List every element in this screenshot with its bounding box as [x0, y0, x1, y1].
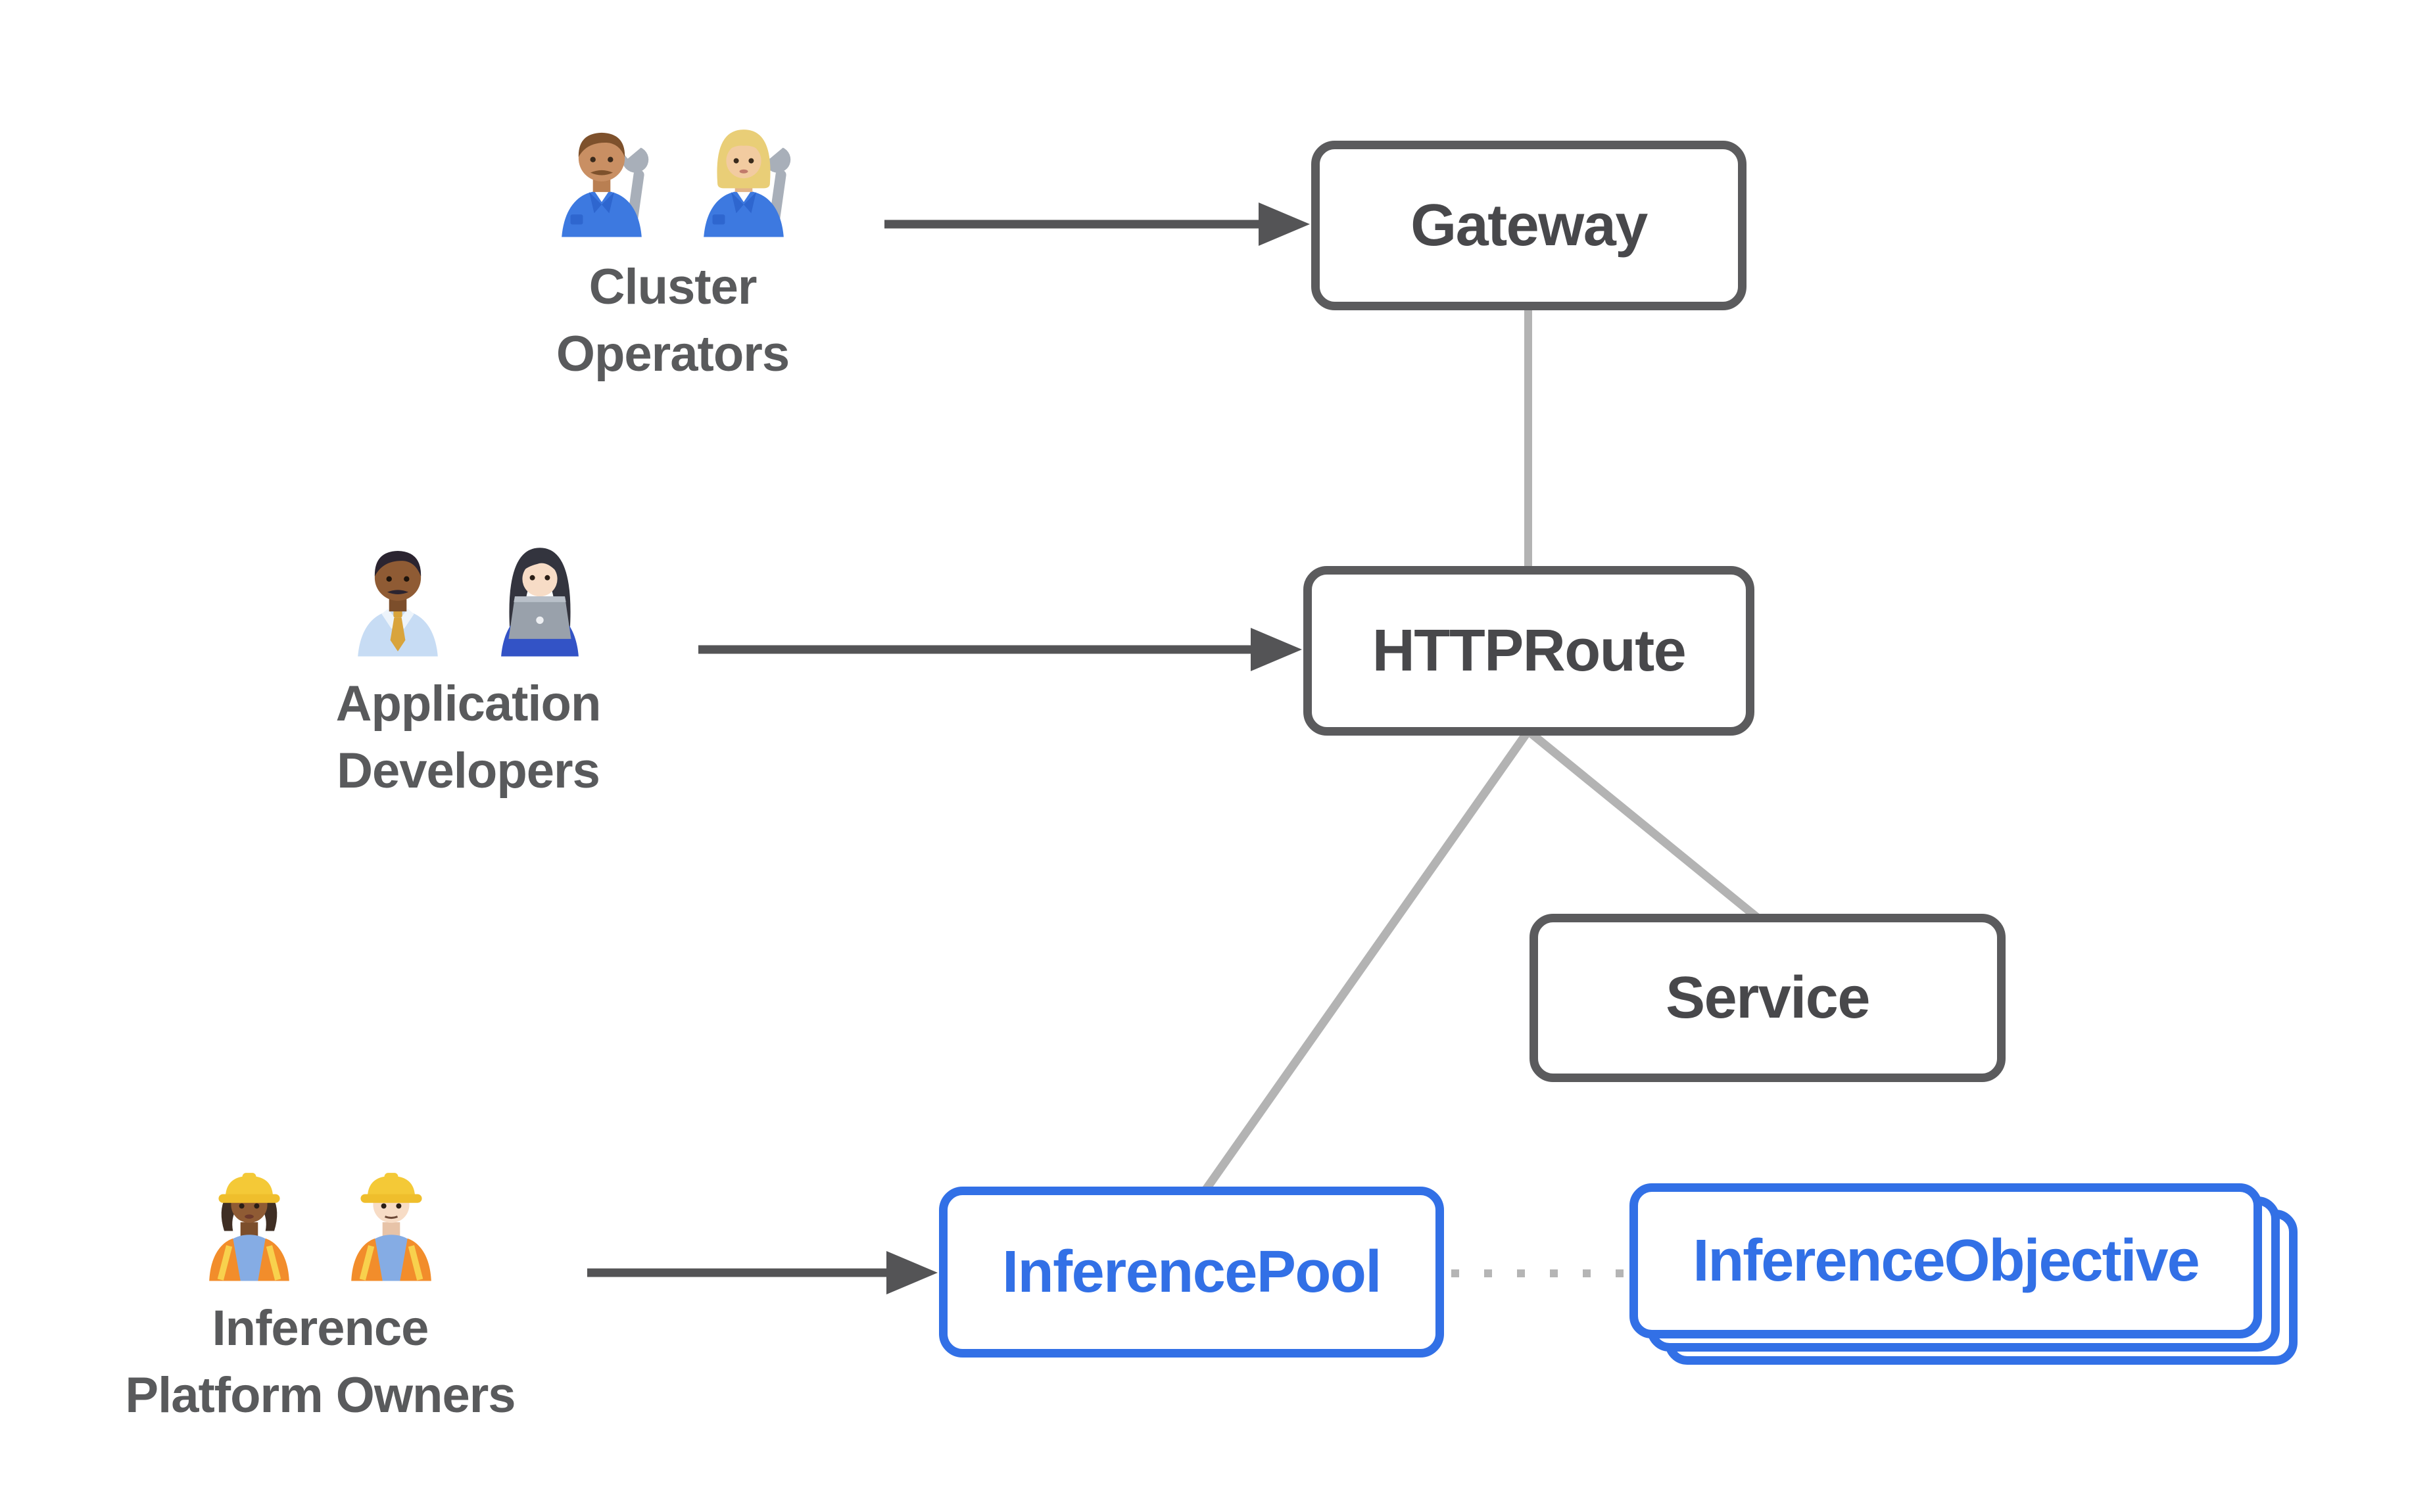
- inference-platform-owners-label: Inference Platform Owners: [24, 1295, 616, 1429]
- woman-mechanic-icon: [704, 130, 791, 237]
- inference-platform-owners-label-line2: Platform Owners: [125, 1367, 516, 1423]
- woman-construction-worker-icon: [209, 1173, 289, 1281]
- node-httproute-label: HTTPRoute: [1372, 617, 1687, 684]
- node-inferencepool: InferencePool: [939, 1187, 1444, 1358]
- inference-platform-owners-label-line1: Inference: [212, 1300, 429, 1356]
- man-mechanic-icon: [562, 132, 649, 237]
- man-office-worker-icon: [358, 550, 438, 657]
- man-construction-worker-icon: [351, 1173, 431, 1281]
- arrow-application-developers-to-httproute: [698, 628, 1302, 671]
- application-developers-label: Application Developers: [271, 671, 665, 805]
- inferenceobjective-stack-layer-front: InferenceObjective: [1629, 1183, 2262, 1338]
- application-developers-icons: [335, 530, 602, 658]
- cluster-operators-label-line2: Operators: [556, 326, 790, 382]
- arrow-cluster-operators-to-gateway: [884, 202, 1310, 246]
- node-service-label: Service: [1666, 964, 1870, 1031]
- edge-httproute-inferencepool: [1201, 728, 1532, 1194]
- node-httproute: HTTPRoute: [1303, 566, 1754, 736]
- cluster-operators-label-line1: Cluster: [589, 259, 758, 315]
- node-gateway: Gateway: [1311, 141, 1746, 310]
- application-developers-label-line1: Application: [335, 676, 602, 732]
- arrow-inference-platform-owners-to-inferencepool: [587, 1251, 938, 1294]
- cluster-operators-label: Cluster Operators: [475, 254, 870, 388]
- edge-httproute-service: [1525, 727, 1766, 926]
- application-developers-label-line2: Developers: [337, 743, 600, 799]
- node-inferenceobjective: InferenceObjective: [1629, 1183, 2300, 1367]
- node-inferencepool-label: InferencePool: [1002, 1239, 1382, 1305]
- node-service: Service: [1530, 914, 2006, 1082]
- woman-technologist-icon: [501, 548, 579, 657]
- node-gateway-label: Gateway: [1410, 192, 1648, 258]
- node-inferenceobjective-label: InferenceObjective: [1693, 1227, 2200, 1294]
- inference-platform-owners-icons: [187, 1154, 454, 1283]
- cluster-operators-icons: [539, 110, 806, 239]
